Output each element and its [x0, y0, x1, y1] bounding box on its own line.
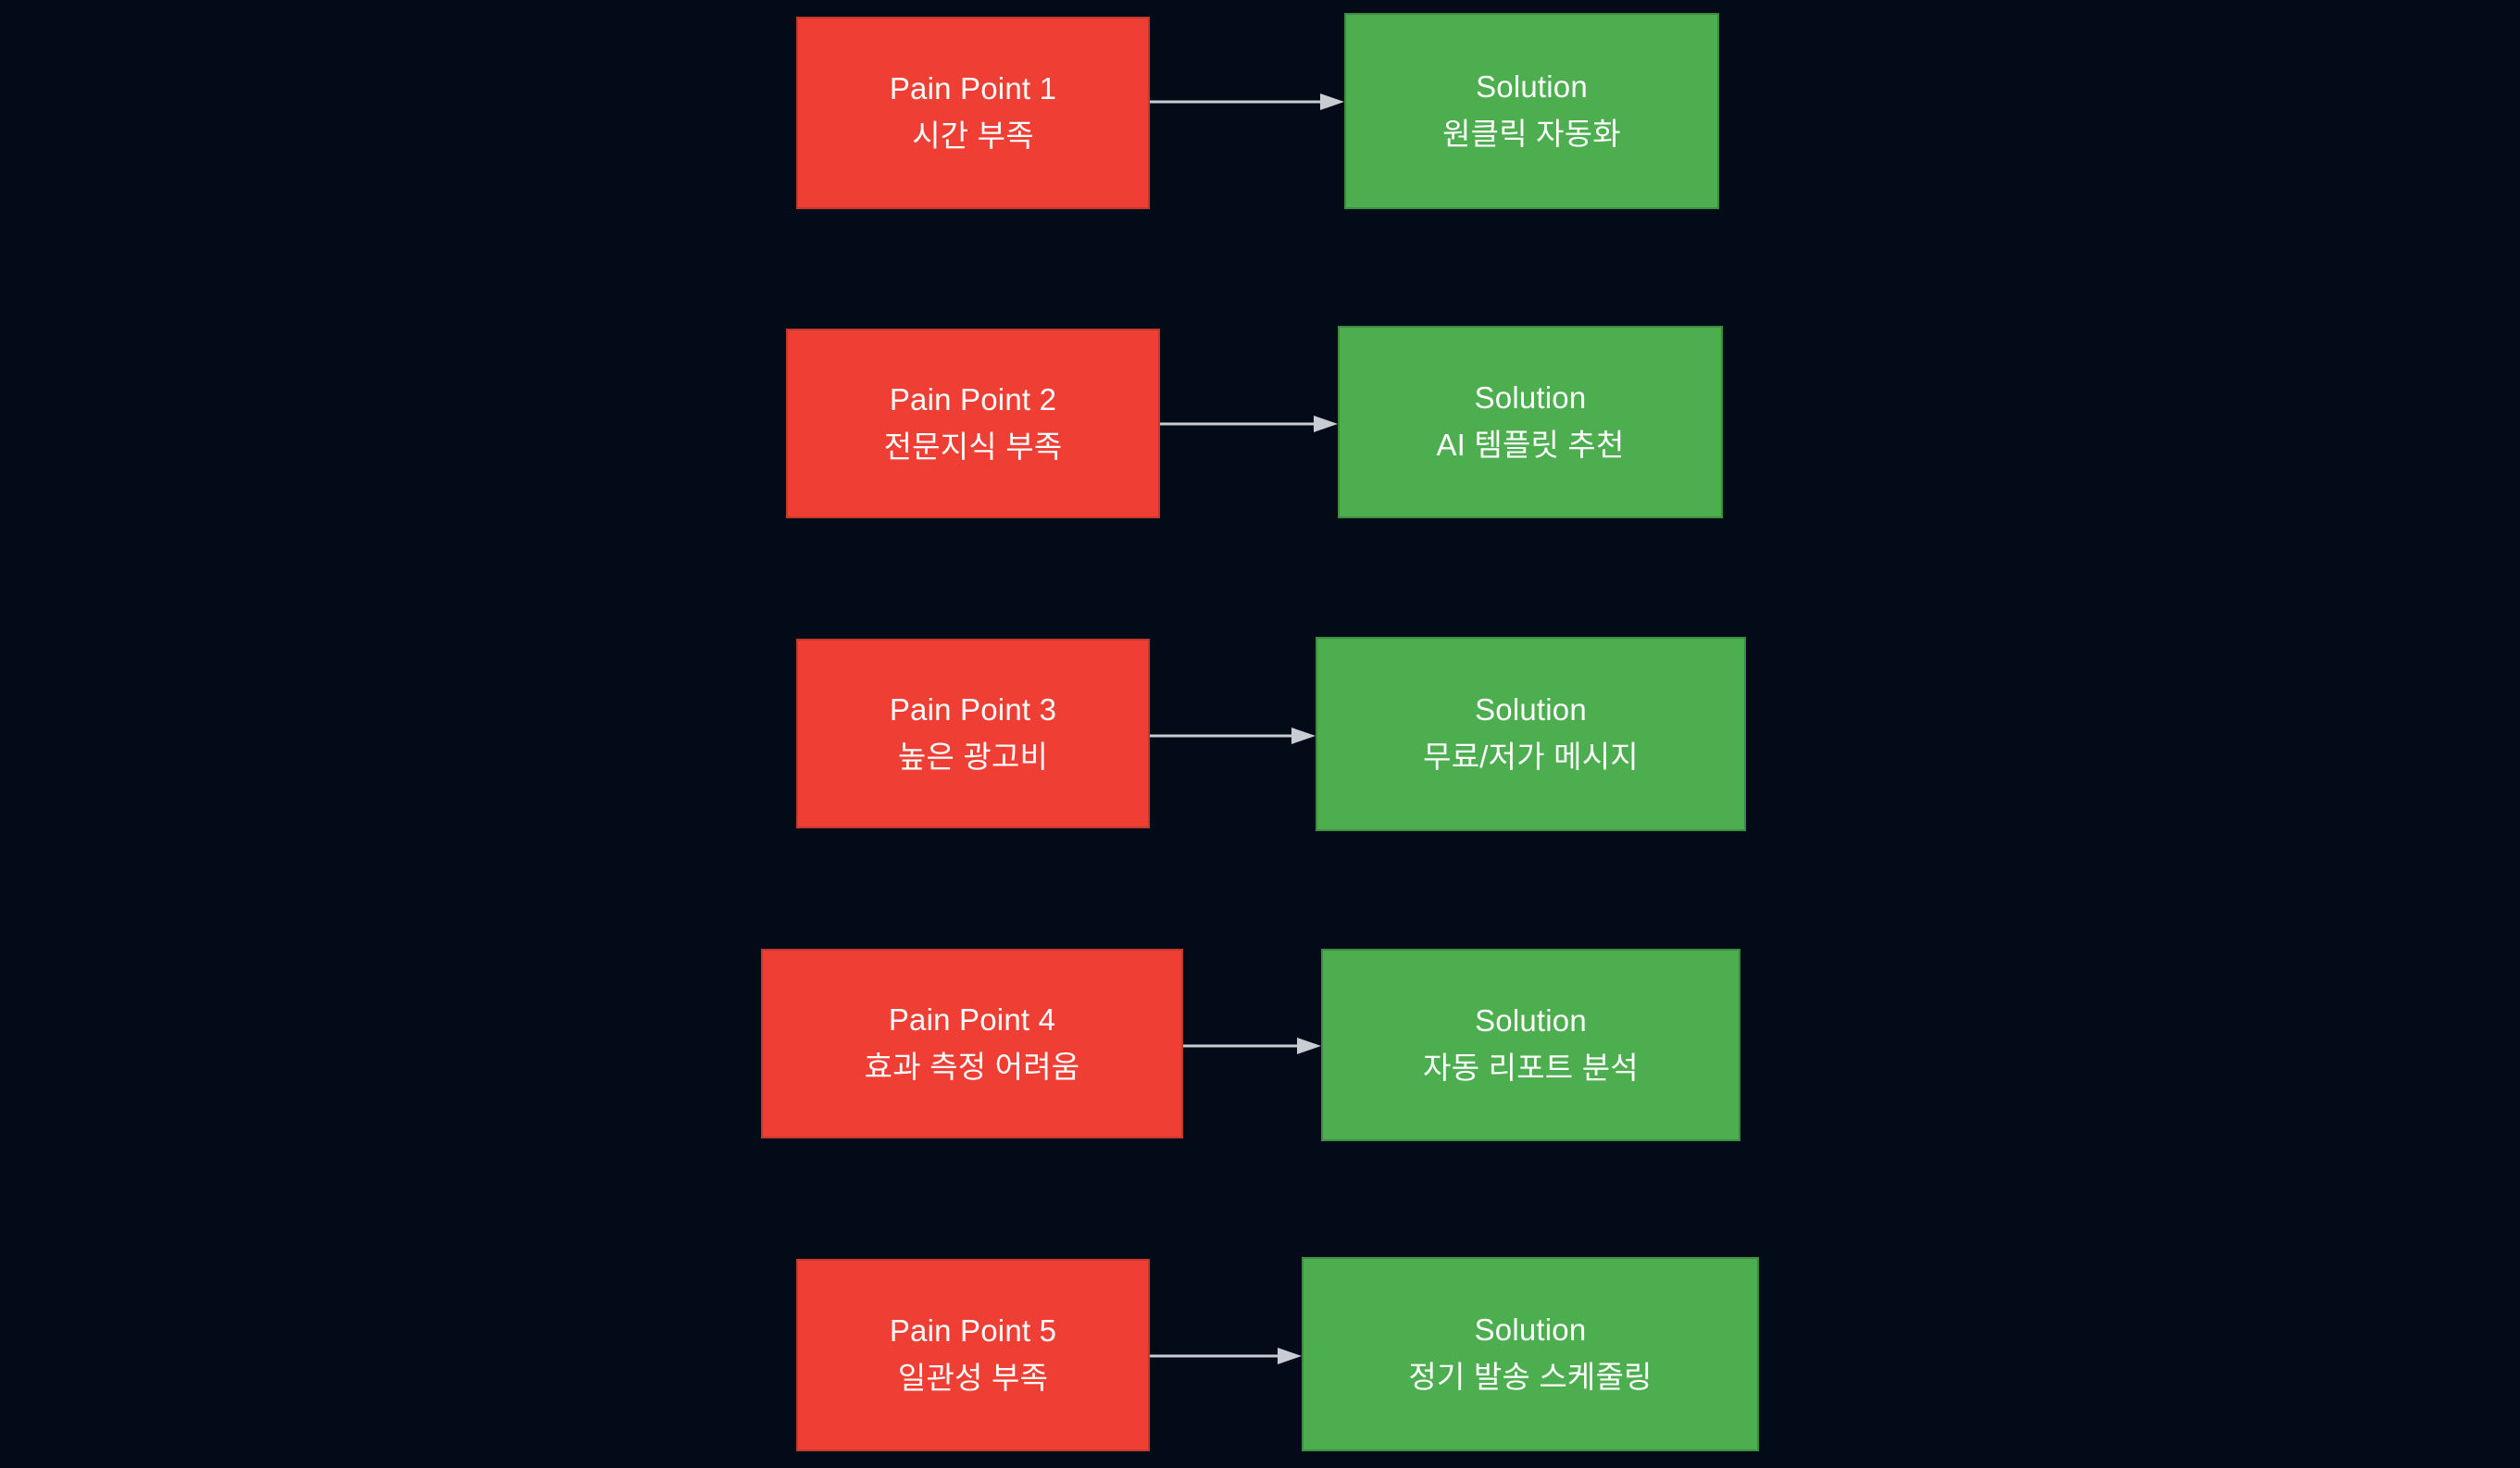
solution-node-5[interactable]: Solution 정기 발송 스케줄링 [1302, 1257, 1759, 1451]
arrow-connector-2 [1160, 414, 1338, 434]
solution-node-2[interactable]: Solution AI 템플릿 추천 [1338, 326, 1723, 518]
pain-point-detail-2: 전문지식 부족 [883, 429, 1063, 464]
pain-point-node-5[interactable]: Pain Point 5 일관성 부족 [796, 1259, 1150, 1451]
solution-title-1: Solution [1476, 69, 1588, 105]
pain-point-node-4[interactable]: Pain Point 4 효과 측정 어려움 [761, 949, 1183, 1138]
solution-title-3: Solution [1475, 692, 1587, 728]
solution-node-3[interactable]: Solution 무료/저가 메시지 [1316, 637, 1746, 831]
solution-title-2: Solution [1474, 380, 1587, 416]
pain-point-detail-5: 일관성 부족 [897, 1361, 1049, 1395]
pain-point-detail-4: 효과 측정 어려움 [864, 1049, 1080, 1084]
solution-detail-1: 원클릭 자동화 [1442, 117, 1621, 151]
pain-point-detail-1: 시간 부족 [912, 118, 1034, 153]
pain-point-node-2[interactable]: Pain Point 2 전문지식 부족 [786, 329, 1160, 518]
arrow-connector-1 [1150, 92, 1344, 112]
solution-detail-5: 정기 발송 스케줄링 [1408, 1360, 1653, 1394]
solution-title-4: Solution [1475, 1003, 1587, 1039]
pain-point-title-2: Pain Point 2 [889, 381, 1057, 417]
solution-node-4[interactable]: Solution 자동 리포트 분석 [1321, 949, 1740, 1141]
pain-point-node-1[interactable]: Pain Point 1 시간 부족 [796, 17, 1150, 209]
pain-point-title-3: Pain Point 3 [889, 691, 1057, 727]
pain-point-title-5: Pain Point 5 [889, 1313, 1057, 1349]
arrow-connector-5 [1150, 1346, 1302, 1366]
pain-point-title-1: Pain Point 1 [889, 71, 1057, 106]
solution-detail-2: AI 템플릿 추천 [1436, 428, 1625, 462]
solution-detail-4: 자동 리포트 분석 [1423, 1051, 1639, 1085]
pain-point-node-3[interactable]: Pain Point 3 높은 광고비 [796, 639, 1150, 828]
arrow-connector-4 [1183, 1036, 1321, 1056]
pain-point-title-4: Pain Point 4 [888, 1001, 1056, 1037]
arrow-connector-3 [1150, 726, 1316, 746]
solution-detail-3: 무료/저가 메시지 [1423, 740, 1639, 774]
pain-point-detail-3: 높은 광고비 [897, 739, 1049, 774]
solution-node-1[interactable]: Solution 원클릭 자동화 [1344, 13, 1719, 209]
solution-title-5: Solution [1474, 1312, 1587, 1348]
